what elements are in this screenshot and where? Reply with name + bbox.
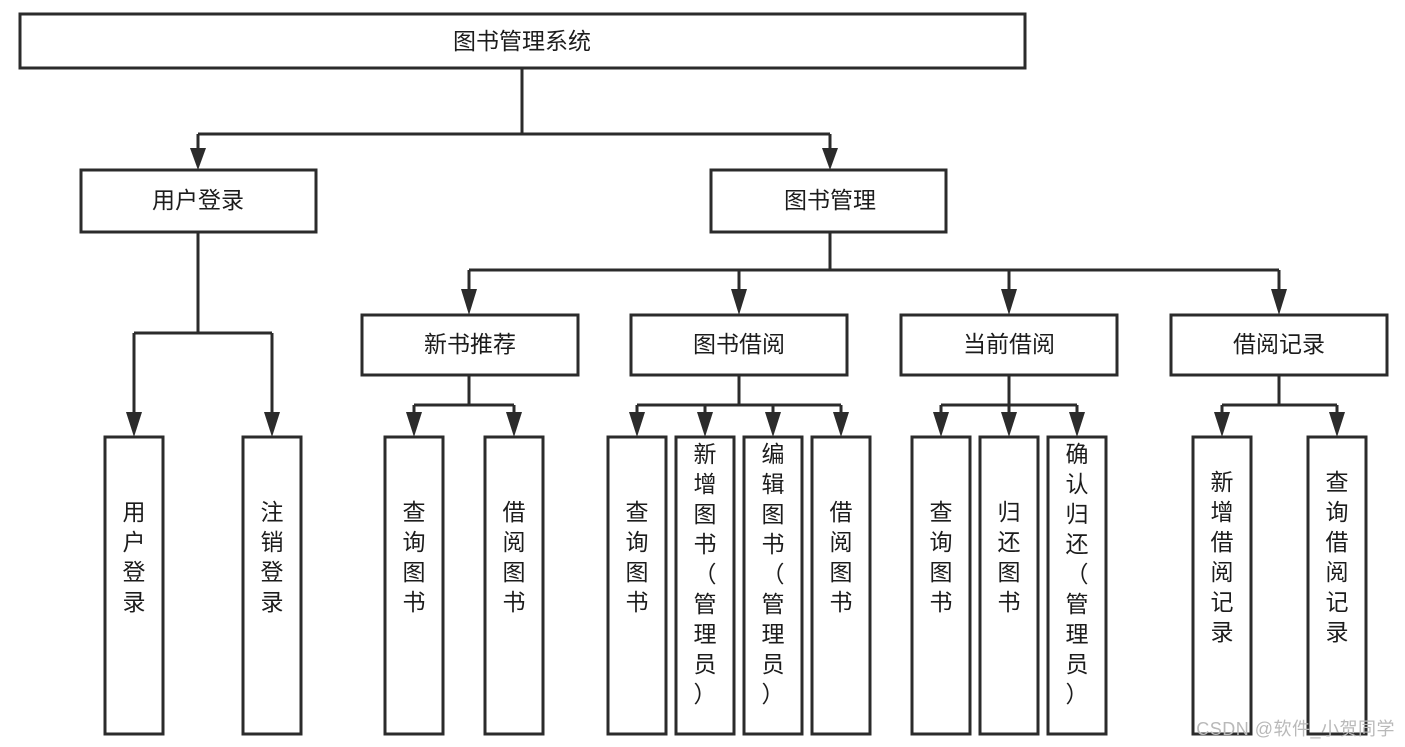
node-leaf-edit-book-box[interactable]	[742, 435, 804, 736]
arrow-leaf-confirm-return	[1069, 412, 1085, 437]
node-user-login[interactable]: 用户登录	[79, 168, 318, 234]
node-leaf-user-login-box[interactable]	[103, 435, 165, 736]
node-leaf-query-record[interactable]: 查询借阅记录	[1306, 435, 1368, 736]
node-borrow-record-box[interactable]	[1169, 313, 1389, 377]
node-leaf-add-book-box[interactable]	[674, 435, 736, 736]
node-root-label: 图书管理系统	[453, 28, 591, 54]
node-leaf-user-logout-box[interactable]	[241, 435, 303, 736]
node-leaf-borrow-book-2-box[interactable]	[810, 435, 872, 736]
node-leaf-return-book[interactable]: 归还图书	[978, 435, 1040, 736]
node-leaf-user-login[interactable]: 用户登录	[103, 435, 165, 736]
node-leaf-borrow-book-1[interactable]: 借阅图书	[483, 435, 545, 736]
node-current-borrow-label: 当前借阅	[963, 331, 1055, 357]
node-leaf-borrow-book-2[interactable]: 借阅图书	[810, 435, 872, 736]
node-root[interactable]: 图书管理系统	[18, 12, 1027, 70]
arrow-leaf-return-book	[1001, 412, 1017, 437]
node-leaf-edit-book[interactable]: 编辑图书（管理员）	[742, 435, 804, 736]
arrow-leaf-borrow-book-1	[506, 412, 522, 437]
arrow-leaf-query-record	[1329, 412, 1345, 437]
node-leaf-return-book-box[interactable]	[978, 435, 1040, 736]
node-leaf-borrow-book-1-box[interactable]	[483, 435, 545, 736]
node-book-borrow[interactable]: 图书借阅	[629, 313, 849, 377]
arrow-leaf-query-book-1	[406, 412, 422, 437]
node-leaf-query-book-1-box[interactable]	[383, 435, 445, 736]
node-leaf-borrow-book-1-label: 借阅图书	[503, 499, 526, 615]
node-leaf-user-login-label: 用户登录	[123, 499, 146, 615]
node-leaf-query-book-1-label: 查询图书	[403, 499, 426, 615]
node-leaf-edit-book-label: 编辑图书（管理员）	[762, 441, 785, 707]
node-leaf-confirm-return-box[interactable]	[1046, 435, 1108, 736]
arrow-leaf-add-book	[697, 412, 713, 437]
node-leaf-borrow-book-2-label: 借阅图书	[830, 499, 853, 615]
connectors	[126, 68, 1345, 437]
arrow-book-management	[822, 148, 838, 170]
node-leaf-user-logout-label: 注销登录	[261, 499, 284, 615]
arrow-leaf-edit-book	[765, 412, 781, 437]
node-leaf-confirm-return-label: 确认归还（管理员）	[1066, 441, 1089, 707]
node-book-management-label: 图书管理	[784, 187, 876, 213]
node-leaf-add-book-label: 新增图书（管理员）	[694, 441, 717, 707]
node-leaf-return-book-label: 归还图书	[998, 499, 1021, 615]
node-leaf-query-book-3-box[interactable]	[910, 435, 972, 736]
node-leaf-add-book[interactable]: 新增图书（管理员）	[674, 435, 736, 736]
node-book-borrow-box[interactable]	[629, 313, 849, 377]
node-current-borrow[interactable]: 当前借阅	[899, 313, 1119, 377]
node-leaf-user-logout[interactable]: 注销登录	[241, 435, 303, 736]
node-borrow-record-label: 借阅记录	[1233, 331, 1325, 357]
arrow-leaf-query-book-2	[629, 412, 645, 437]
node-leaf-query-book-3-label: 查询图书	[930, 499, 953, 615]
arrow-new-book-recommend	[461, 289, 477, 315]
arrow-leaf-borrow-book-2	[833, 412, 849, 437]
node-book-borrow-label: 图书借阅	[693, 331, 785, 357]
node-leaf-query-record-label: 查询借阅记录	[1326, 469, 1349, 645]
node-leaf-query-book-2[interactable]: 查询图书	[606, 435, 668, 736]
node-borrow-record[interactable]: 借阅记录	[1169, 313, 1389, 377]
node-root-box[interactable]	[18, 12, 1027, 70]
node-leaf-query-book-1[interactable]: 查询图书	[383, 435, 445, 736]
node-leaf-add-record-box[interactable]	[1191, 435, 1253, 736]
arrow-leaf-user-logout	[264, 412, 280, 437]
node-current-borrow-box[interactable]	[899, 313, 1119, 377]
arrow-leaf-query-book-3	[933, 412, 949, 437]
arrow-borrow-record	[1271, 289, 1287, 315]
node-new-book-recommend[interactable]: 新书推荐	[360, 313, 580, 377]
node-book-management[interactable]: 图书管理	[709, 168, 948, 234]
arrow-current-borrow	[1001, 289, 1017, 315]
node-leaf-add-record[interactable]: 新增借阅记录	[1191, 435, 1253, 736]
node-leaf-query-book-2-label: 查询图书	[626, 499, 649, 615]
arrow-book-borrow	[731, 289, 747, 315]
arrow-leaf-add-record	[1214, 412, 1230, 437]
node-leaf-query-record-box[interactable]	[1306, 435, 1368, 736]
node-leaf-query-book-3[interactable]: 查询图书	[910, 435, 972, 736]
node-book-management-box[interactable]	[709, 168, 948, 234]
arrow-leaf-user-login	[126, 412, 142, 437]
node-user-login-box[interactable]	[79, 168, 318, 234]
node-user-login-label: 用户登录	[152, 187, 244, 213]
node-leaf-add-record-label: 新增借阅记录	[1211, 469, 1234, 645]
arrow-user-login	[190, 148, 206, 170]
node-leaf-query-book-2-box[interactable]	[606, 435, 668, 736]
node-leaf-confirm-return[interactable]: 确认归还（管理员）	[1046, 435, 1108, 736]
node-new-book-recommend-label: 新书推荐	[424, 331, 516, 357]
node-new-book-recommend-box[interactable]	[360, 313, 580, 377]
